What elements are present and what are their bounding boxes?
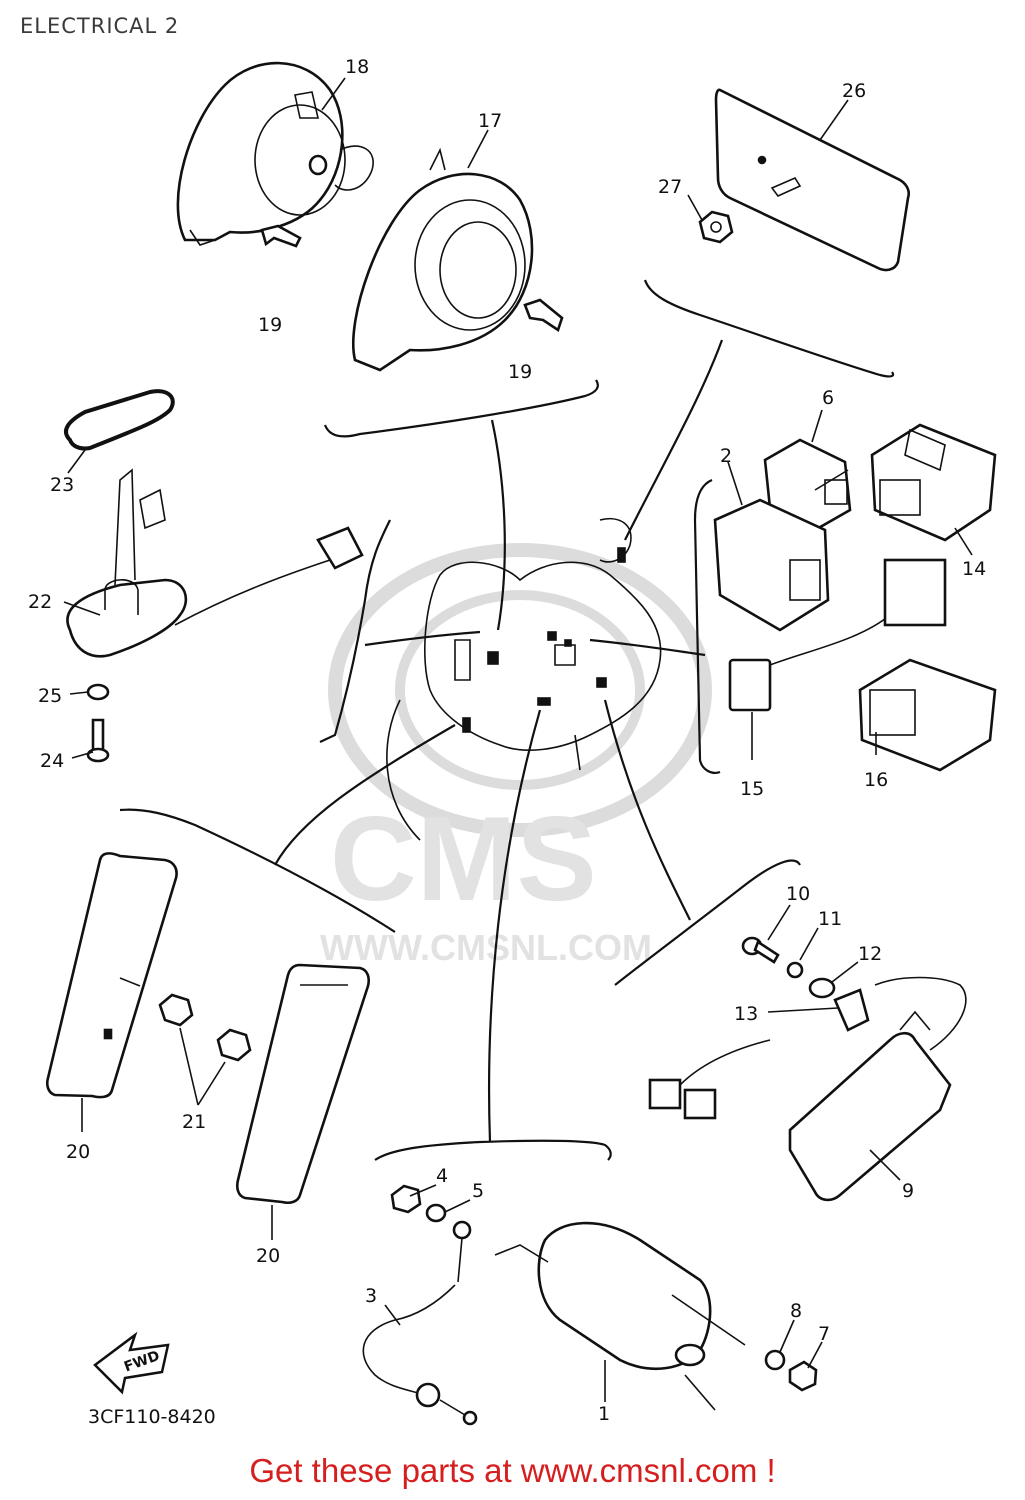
- screw-24[interactable]: [86, 718, 110, 763]
- fwd-arrow-icon: FWD: [93, 1331, 170, 1395]
- screw-10[interactable]: [741, 936, 780, 964]
- callout-19-left: 19: [258, 314, 282, 336]
- callout-4: 4: [436, 1165, 448, 1187]
- callout-leaders: [63, 77, 973, 1402]
- callout-2: 2: [720, 445, 732, 467]
- callout-22: 22: [28, 591, 52, 613]
- unit-16[interactable]: [858, 658, 997, 772]
- callout-10: 10: [786, 883, 810, 905]
- lead-wire-3[interactable]: [362, 1220, 478, 1426]
- group-bracket-lines: [119, 279, 895, 1161]
- callout-15: 15: [740, 778, 764, 800]
- reflector-26[interactable]: [714, 88, 911, 272]
- watermark-brand: CMS: [330, 792, 597, 926]
- drawing-code: 3CF110-8420: [88, 1406, 216, 1428]
- callout-16: 16: [864, 769, 888, 791]
- callout-23: 23: [50, 474, 74, 496]
- gasket-23[interactable]: [64, 389, 175, 451]
- frame-silhouette: [386, 518, 662, 841]
- nut-21-b[interactable]: [216, 1028, 252, 1062]
- washer-11[interactable]: [786, 961, 804, 979]
- callout-11: 11: [818, 908, 842, 930]
- callout-8: 8: [790, 1300, 802, 1322]
- nut-27[interactable]: [698, 210, 734, 244]
- reflector-20-left[interactable]: [45, 852, 178, 1099]
- callout-21: 21: [182, 1111, 206, 1133]
- watermark-url: WWW.CMSNL.COM: [320, 927, 652, 968]
- callout-24: 24: [40, 750, 64, 772]
- washer-5[interactable]: [425, 1203, 447, 1223]
- starter-relay-1[interactable]: [494, 1221, 746, 1411]
- callout-7: 7: [818, 1323, 830, 1345]
- callout-labels: 18 17 26 27 19 19 6 2 14 15 16 23 22 25 …: [28, 56, 986, 1425]
- callout-5: 5: [472, 1180, 484, 1202]
- footer-link[interactable]: Get these parts at www.cmsnl.com !: [249, 1452, 776, 1489]
- callout-14: 14: [962, 558, 986, 580]
- bolt-19-right[interactable]: [523, 298, 564, 333]
- nut-25[interactable]: [86, 683, 110, 701]
- callout-6: 6: [822, 387, 834, 409]
- callout-1: 1: [598, 1403, 610, 1425]
- callout-17: 17: [478, 110, 502, 132]
- callout-20-left: 20: [66, 1141, 90, 1163]
- callout-3: 3: [365, 1285, 377, 1307]
- washer-12[interactable]: [808, 977, 836, 999]
- rectifier-9[interactable]: [648, 976, 967, 1202]
- unit-14[interactable]: [870, 423, 997, 542]
- horn-17[interactable]: [352, 147, 534, 372]
- fuel-sender-22[interactable]: [66, 468, 364, 658]
- callout-20-right: 20: [256, 1245, 280, 1267]
- callout-25: 25: [38, 685, 62, 707]
- relay-2[interactable]: [713, 498, 830, 632]
- page-title: ELECTRICAL 2: [20, 14, 180, 38]
- callout-12: 12: [858, 943, 882, 965]
- clamp-13[interactable]: [833, 988, 870, 1032]
- callout-26: 26: [842, 80, 866, 102]
- bolt-19-left[interactable]: [260, 224, 302, 248]
- nut-21-a[interactable]: [158, 993, 194, 1027]
- callout-27: 27: [658, 176, 682, 198]
- connector-15[interactable]: [728, 558, 947, 712]
- nut-4[interactable]: [390, 1184, 422, 1214]
- nut-7[interactable]: [788, 1360, 818, 1392]
- callout-9: 9: [902, 1180, 914, 1202]
- horn-18[interactable]: [176, 61, 374, 246]
- reflector-20-right[interactable]: [235, 963, 371, 1205]
- washer-8[interactable]: [764, 1349, 786, 1371]
- callout-18: 18: [345, 56, 369, 78]
- callout-13: 13: [734, 1003, 758, 1025]
- callout-19-right: 19: [508, 361, 532, 383]
